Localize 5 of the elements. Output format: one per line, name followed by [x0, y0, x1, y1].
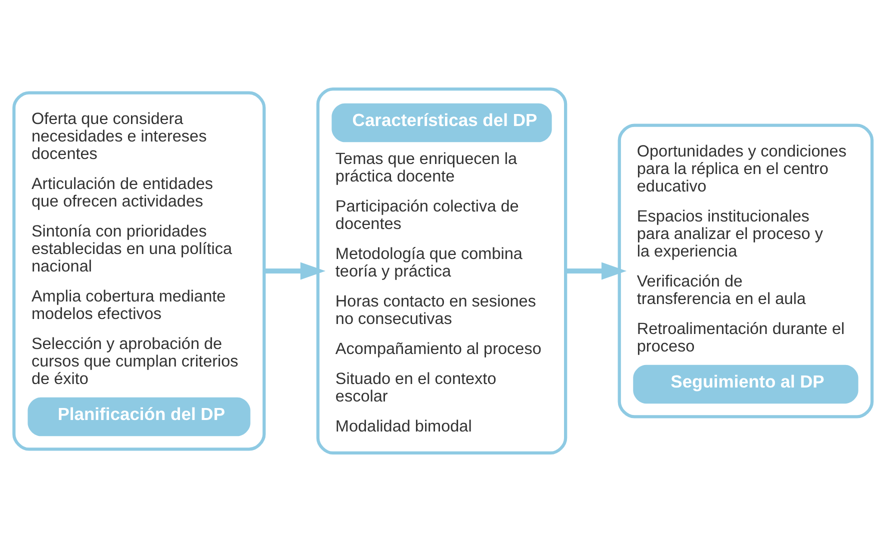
node-box: Oportunidades y condiciones para la réplica en el centro educativo Espacios institucionales para analizar el proceso y la experiencia Verificación de transferencia en el aula Retroalimentación durante el proceso Seguimiento al DP: [618, 124, 874, 418]
arrow: [264, 262, 326, 280]
node-box: Oferta que considera necesidades e intereses docentes Articulación de entidades que ofrecen actividades Sintonía con prioridades establecidas en una política nacional Amplia cobertura mediante modelos efectivos Selección y aprobación de cursos que cumplan criterios de éxito Planificación del DP: [12, 91, 266, 451]
node-box: Características del DP Temas que enriquecen la práctica docente Participación colectiva de docentes Metodología que combina teoría y práctica Horas contacto en sesiones no consecutivas Acompañamiento al proceso Situado en el contexto escolar Modalidad bimodal: [316, 87, 568, 455]
arrow: [566, 262, 627, 280]
